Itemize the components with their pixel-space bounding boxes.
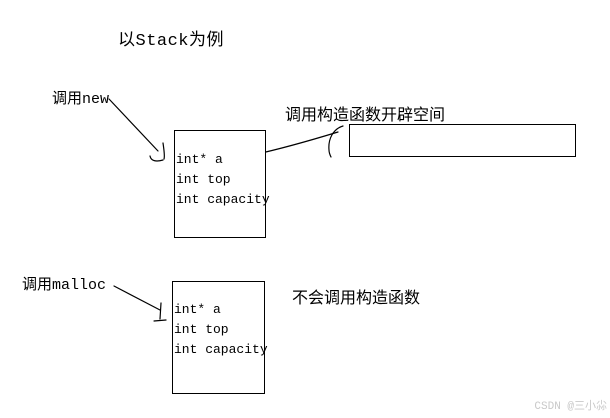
new-arrow	[108, 98, 166, 162]
field-int-ptr-a: int* a	[174, 302, 221, 317]
field-int-top: int top	[176, 172, 231, 187]
label-call-malloc: 调用malloc	[22, 277, 107, 294]
stack-malloc-box: int* a int top int capacity	[172, 281, 268, 394]
field-int-top: int top	[174, 322, 229, 337]
stack-new-box: int* a int top int capacity	[174, 130, 270, 238]
label-call-constructor: 调用构造函数开辟空间	[285, 107, 446, 125]
allocated-space-box	[349, 124, 576, 157]
field-int-capacity: int capacity	[174, 342, 268, 357]
page-title: 以Stack为例	[118, 32, 225, 51]
field-int-capacity: int capacity	[176, 192, 270, 207]
label-call-new: 调用new	[52, 91, 110, 108]
field-int-ptr-a: int* a	[176, 152, 223, 167]
malloc-arrow	[113, 285, 167, 322]
csdn-watermark: CSDN @三小尛	[534, 401, 607, 413]
label-no-constructor: 不会调用构造函数	[292, 290, 421, 308]
